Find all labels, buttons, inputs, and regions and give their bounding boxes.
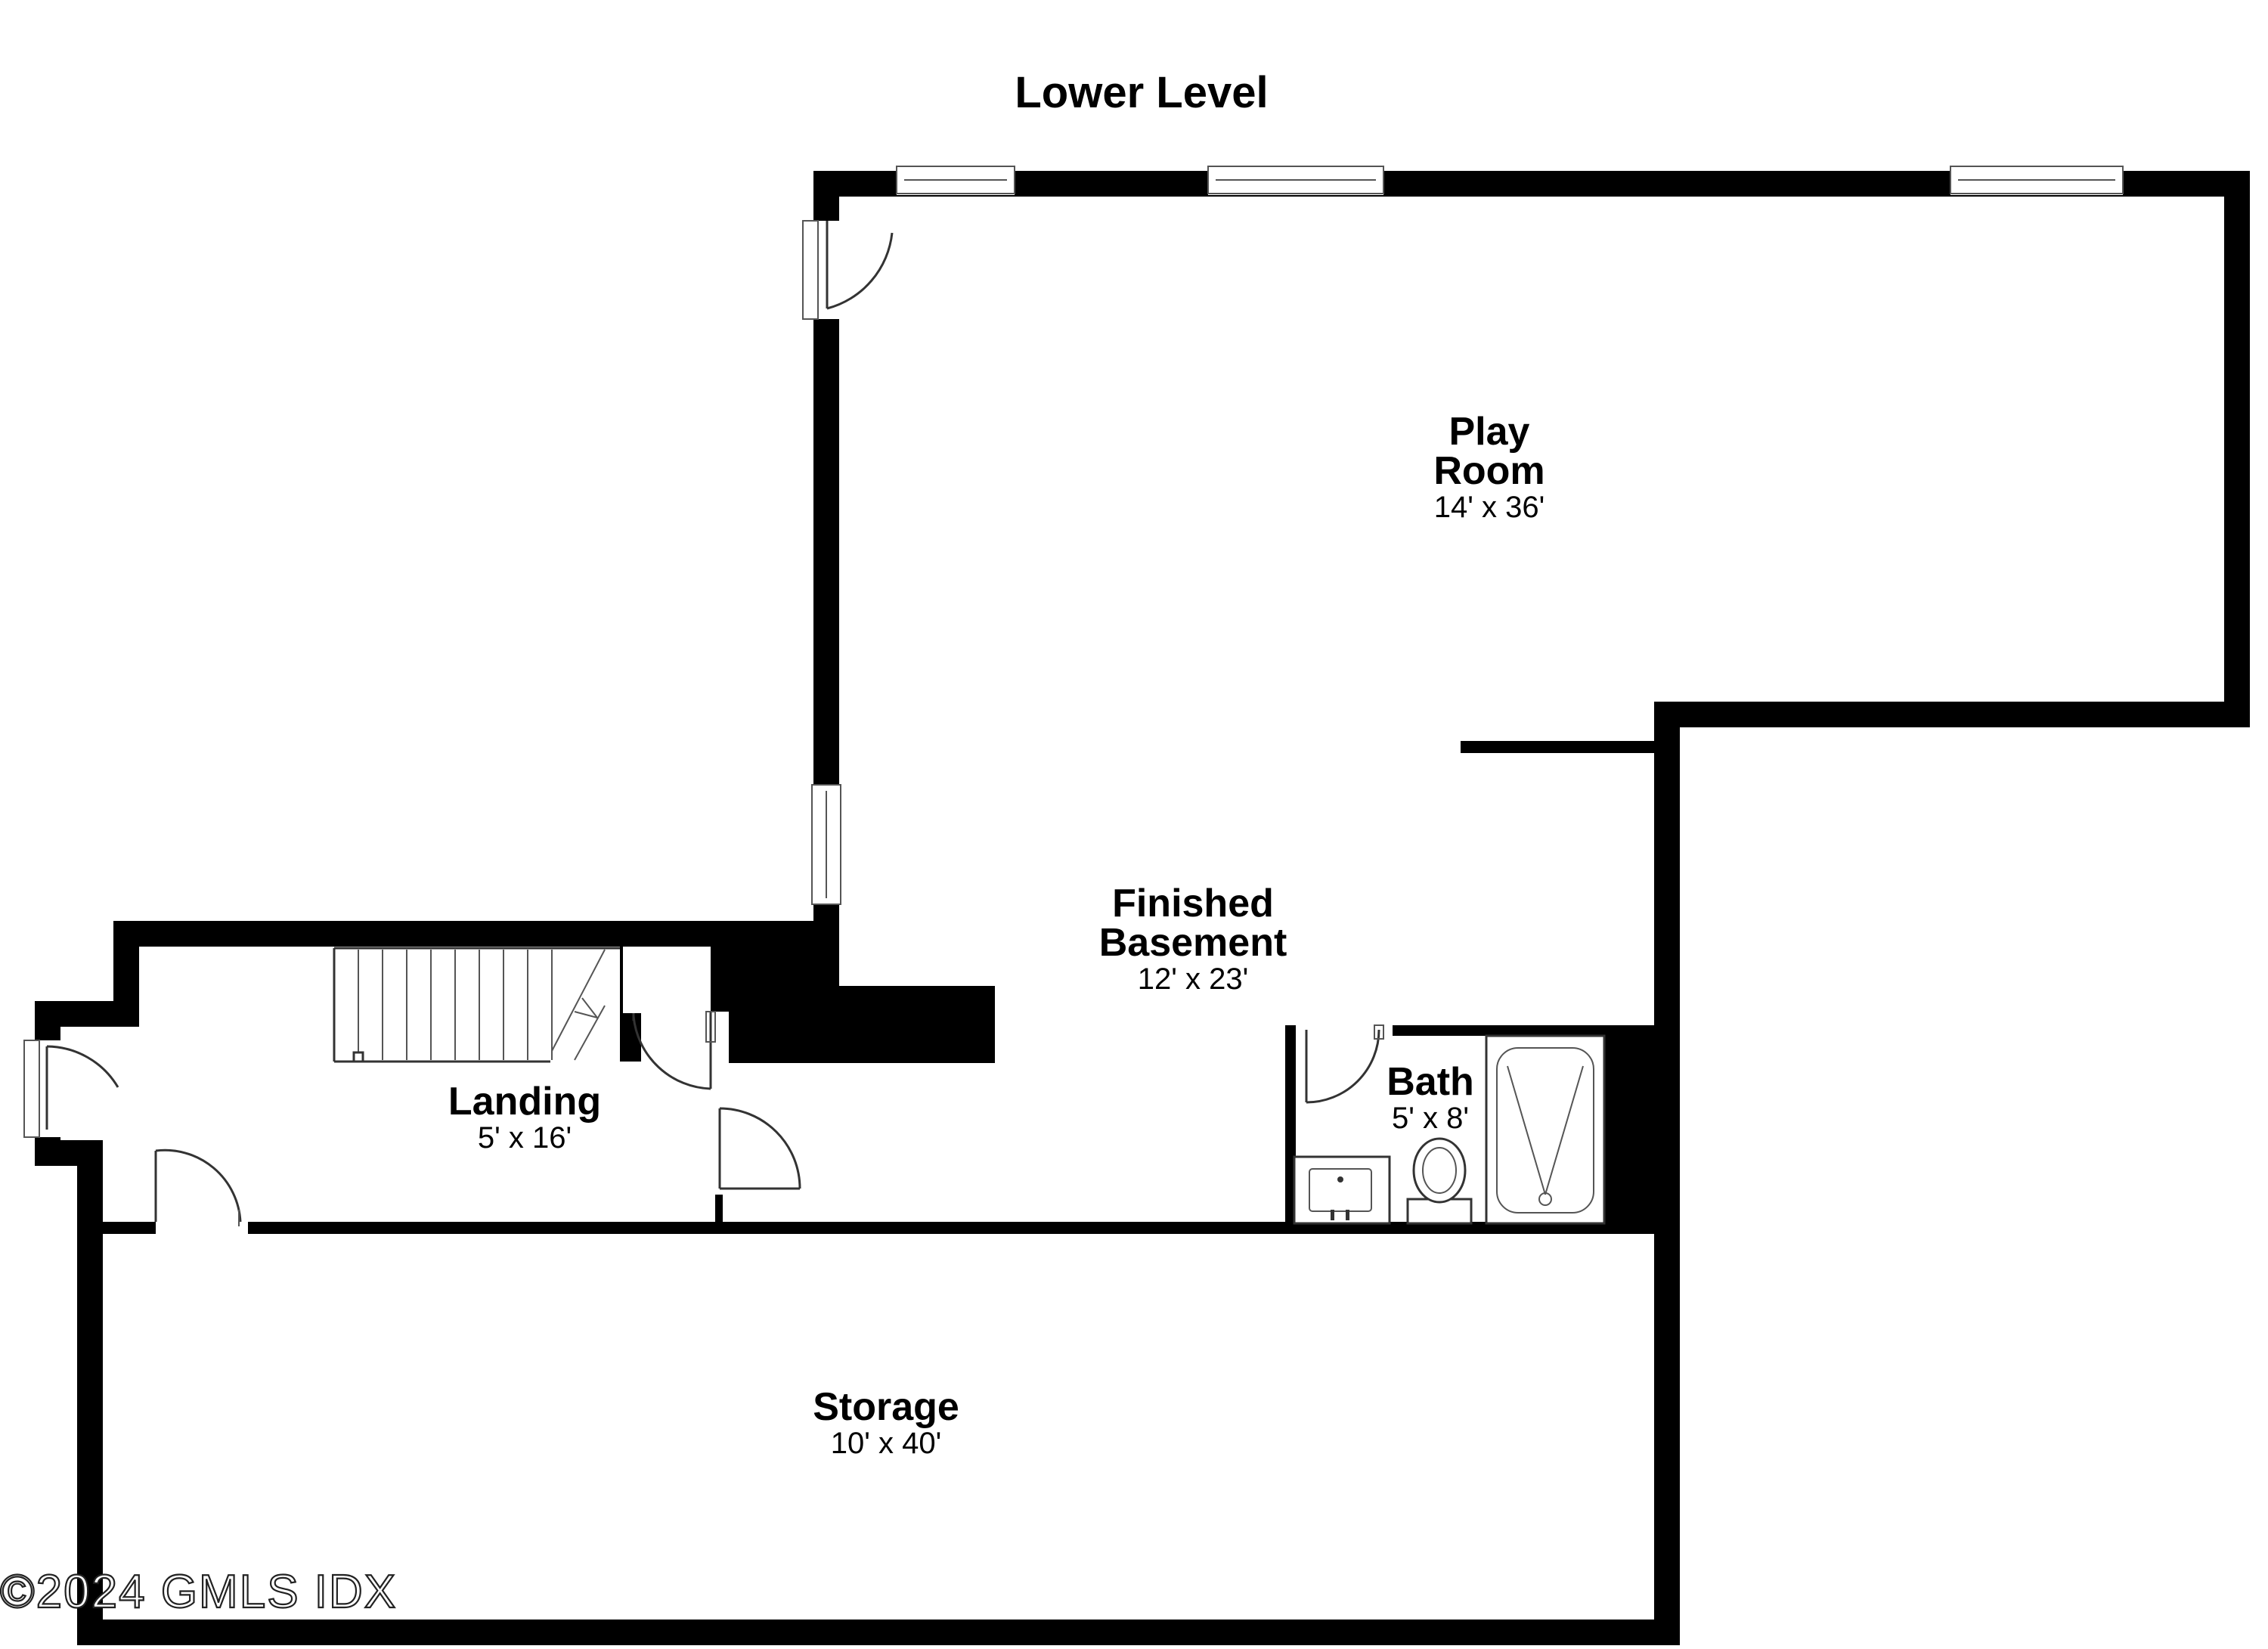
room-finished-basement: Finished Basement 12' x 23' [1099,882,1287,996]
landing-name: Landing [448,1080,601,1124]
watermark: ©2024 GMLS IDX [0,1566,397,1618]
door-playroom-exterior [802,220,894,320]
finished-basement-dims: 12' x 23' [1138,962,1248,996]
finished-basement-name-line2: Basement [1099,921,1287,965]
door-storage [154,1148,248,1235]
play-room-dims: 14' x 36' [1434,491,1545,524]
door-landing-stair [632,1011,716,1090]
storage-name: Storage [813,1385,959,1429]
window-top-2 [1207,165,1384,195]
play-room-name-line1: Play [1449,410,1530,454]
room-landing: Landing 5' x 16' [448,1080,601,1155]
bath-name: Bath [1387,1060,1474,1104]
play-room-name-line2: Room [1433,449,1545,493]
sink [1293,1155,1391,1225]
room-storage: Storage 10' x 40' [813,1385,959,1460]
window-top-3 [1950,165,2124,195]
toilet [1406,1137,1473,1225]
room-bath: Bath 5' x 8' [1387,1060,1474,1135]
door-bath [1296,1024,1393,1104]
room-play-room: Play Room 14' x 36' [1433,410,1545,524]
stair-treads [358,949,606,1061]
finished-basement-name-line1: Finished [1112,882,1274,925]
storage-dims: 10' x 40' [831,1427,941,1460]
bath-dims: 5' x 8' [1392,1102,1469,1135]
window-left [809,784,844,905]
shower [1485,1034,1606,1225]
doors [23,220,1393,1235]
door-entry-left [23,1040,119,1138]
door-landing-basement [711,1107,801,1195]
staircase [333,947,620,1063]
windows [809,165,2124,905]
landing-dims: 5' x 16' [478,1121,572,1155]
bath-fixtures [1293,1034,1606,1225]
plan-title: Lower Level [1015,68,1268,117]
window-top-1 [896,165,1015,195]
